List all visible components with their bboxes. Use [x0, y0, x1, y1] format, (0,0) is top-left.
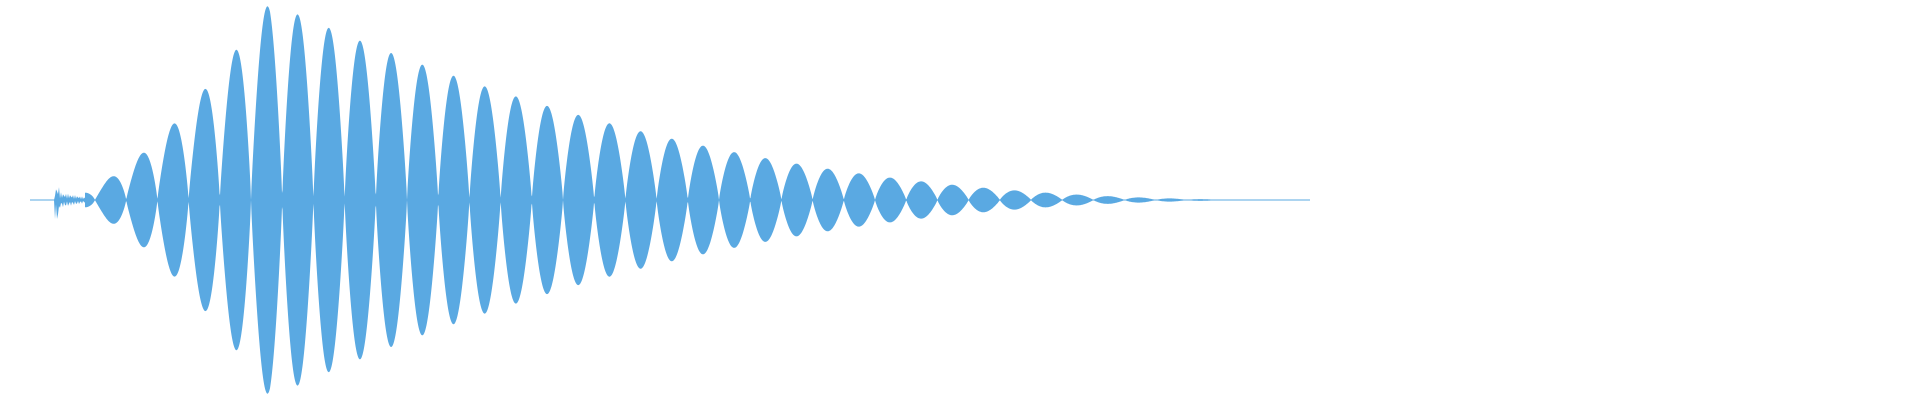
waveform-shape — [30, 6, 1310, 394]
waveform-onset-noise — [30, 187, 95, 220]
